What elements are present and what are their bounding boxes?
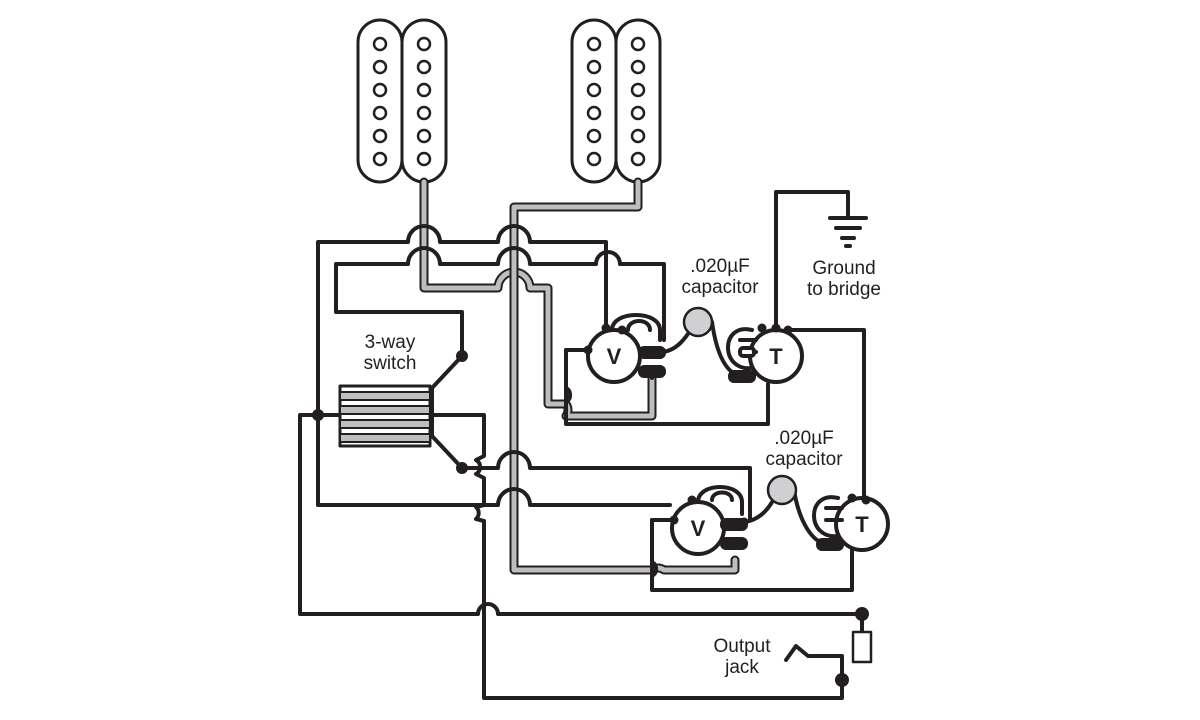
lower-capacitor-name: capacitor [765, 449, 843, 470]
output-jack-label: Output jack [700, 636, 784, 678]
upper-tone-letter: T [769, 344, 783, 369]
lower-capacitor-value: .020µF [774, 428, 834, 449]
lower-capacitor-label: .020µF capacitor [752, 428, 856, 470]
lower-tone-pot-icon [812, 495, 890, 552]
ground-label-line1: Ground [812, 258, 876, 279]
upper-volume-pot-icon [586, 313, 666, 384]
three-way-switch-icon [338, 384, 432, 448]
bridge-humbucker-icon [570, 18, 662, 184]
neck-humbucker-icon [356, 18, 448, 184]
ground-symbol-icon [828, 216, 868, 248]
upper-capacitor-value: .020µF [690, 256, 750, 277]
output-jack-label-line1: Output [713, 636, 771, 657]
hookup-wires [298, 190, 866, 700]
upper-tone-pot-icon [726, 327, 804, 384]
switch-label-line2: switch [363, 353, 417, 374]
ground-label-line2: to bridge [807, 279, 881, 300]
switch-label: 3-way switch [352, 332, 428, 374]
solder-joints [312, 323, 871, 687]
upper-capacitor-label: .020µF capacitor [668, 256, 772, 298]
output-jack-icon [851, 630, 873, 664]
ground-label: Ground to bridge [796, 258, 892, 300]
lower-volume-letter: V [691, 516, 706, 541]
lower-volume-pot-icon [670, 485, 748, 556]
upper-volume-letter: V [607, 344, 622, 369]
upper-capacitor-icon [682, 306, 714, 338]
output-jack-label-line2: jack [725, 657, 759, 678]
switch-label-line1: 3-way [364, 332, 416, 353]
lower-capacitor-icon [766, 474, 798, 506]
lower-tone-letter: T [855, 512, 869, 537]
upper-capacitor-name: capacitor [681, 277, 759, 298]
